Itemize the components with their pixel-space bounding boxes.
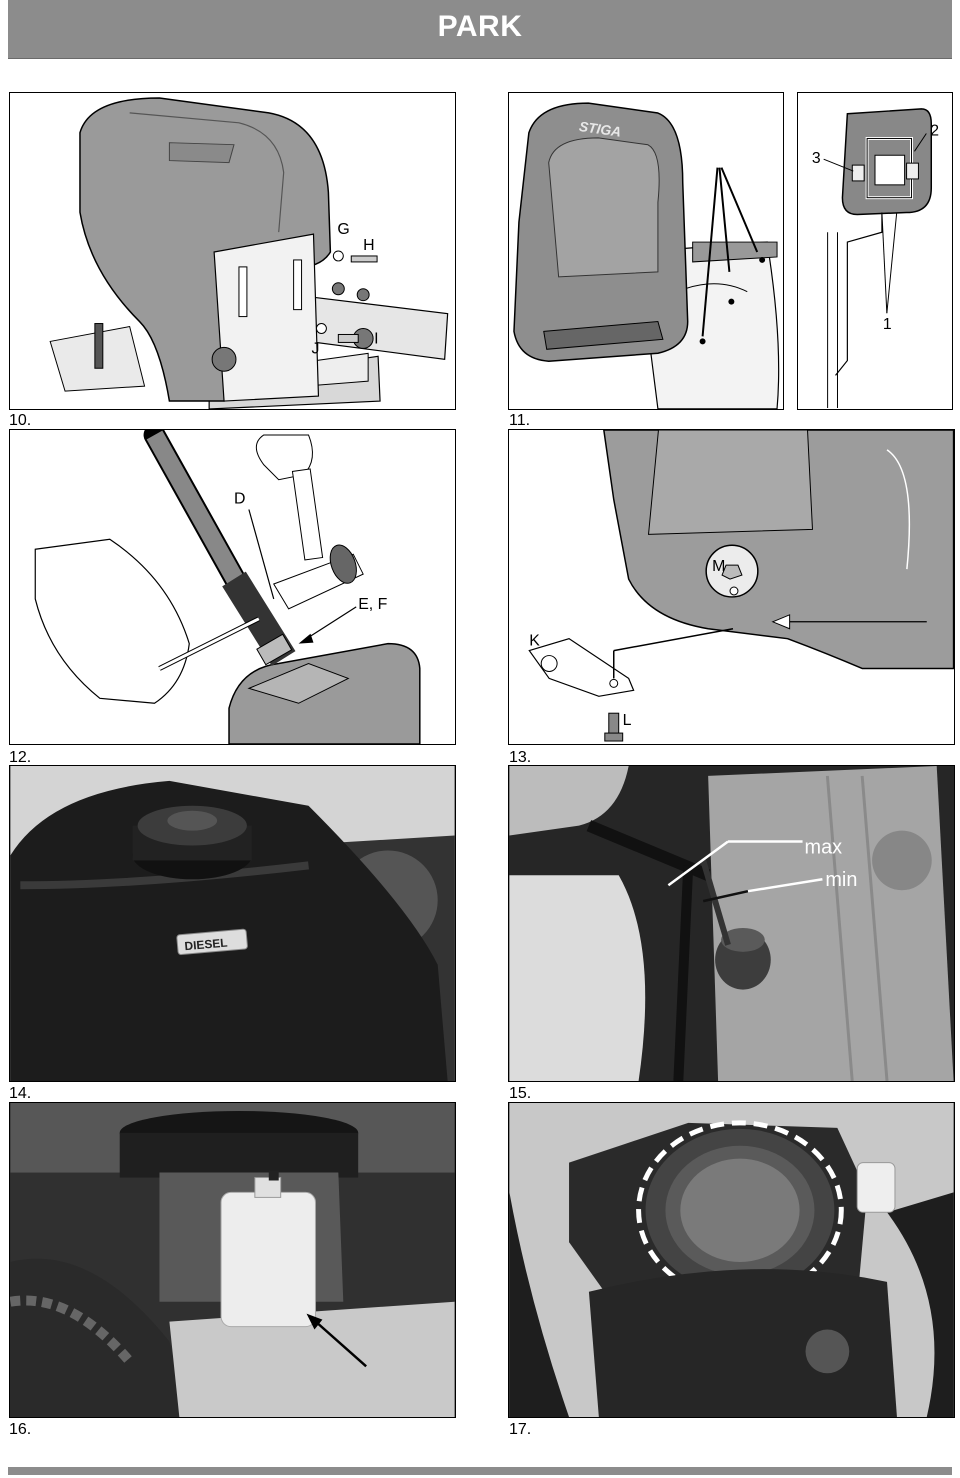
figure-14-fuel-tank: DIESEL [9, 765, 456, 1082]
page-title: PARK [437, 10, 523, 43]
label-J: J [311, 340, 319, 357]
figure-number: 17. [509, 1421, 532, 1438]
fuel-tank-photo: DIESEL [10, 766, 455, 1081]
label-2: 2 [930, 123, 939, 140]
figure-number: 14. [9, 1085, 32, 1102]
seat-illustration: G H I J [49, 97, 449, 409]
label-H: H [363, 237, 374, 254]
label-3: 3 [812, 150, 821, 167]
label-D: D [234, 491, 245, 508]
figure-number: 12. [9, 749, 32, 766]
figure-number: 16. [9, 1421, 32, 1438]
figure-12-adjustment: D E, F [9, 429, 456, 745]
figure-11-seat-bracket: STIGA [508, 92, 784, 410]
label-max: max [805, 836, 843, 858]
seat-mount-illustration: STIGA [513, 102, 780, 409]
reservoir-photo [10, 1103, 455, 1417]
label-min: min [825, 869, 857, 891]
figure-17-air-intake [508, 1102, 955, 1418]
footer-bar [8, 1467, 952, 1475]
diesel-badge: DIESEL [184, 936, 228, 954]
label-EF: E, F [358, 596, 387, 613]
figure-number: 10. [9, 412, 32, 429]
label-1: 1 [883, 316, 892, 333]
figure-number: 13. [509, 749, 532, 766]
figure-15-oil-level: max min [508, 765, 955, 1082]
air-intake-photo [509, 1103, 954, 1417]
figure-11-inset-detail: 3 2 1 [797, 92, 953, 410]
label-L: L [623, 712, 632, 729]
bracket-detail: 3 2 1 [812, 108, 939, 408]
figure-13-bracket-mounting: M K L [508, 429, 955, 745]
figure-10-seat-tilt: G H I J [9, 92, 456, 410]
label-G: G [337, 221, 349, 238]
figure-number: 15. [509, 1085, 532, 1102]
label-M: M [712, 558, 725, 575]
label-I: I [374, 330, 378, 347]
oil-level-photo: max min [509, 766, 954, 1081]
figure-16-coolant-reservoir [9, 1102, 456, 1418]
page-header: PARK [8, 0, 952, 59]
figure-number: 11. [509, 412, 531, 429]
mounting-illustration: M K L [528, 430, 954, 742]
adjustment-illustration: D E, F [34, 430, 421, 744]
brand-logo: STIGA [578, 118, 622, 140]
label-K: K [529, 633, 540, 650]
